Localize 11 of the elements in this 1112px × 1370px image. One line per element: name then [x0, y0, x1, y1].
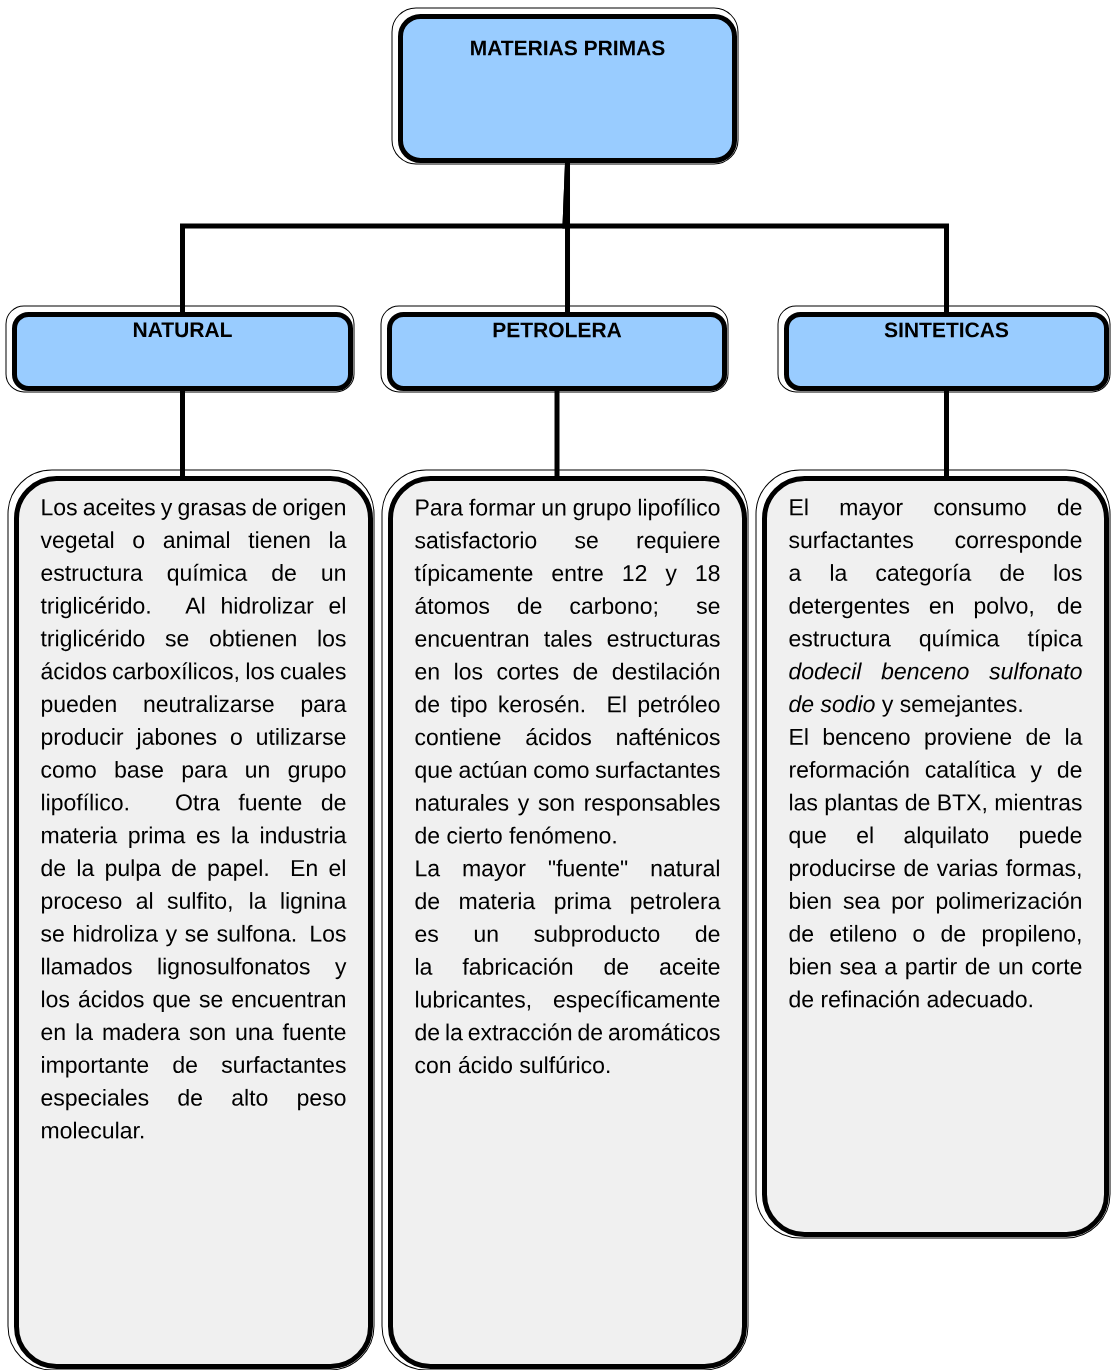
connector-line [944, 391, 949, 476]
category-box: NATURAL [5, 305, 355, 393]
text-box: Los aceites y grasas de origen vegetal o animal tienen la estructura química de un triglicérido. Al hidrolizar el triglicérido se obtienen los ácidos carboxílicos, los cuales pueden neutralizarse para producir jabones o utilizarse como base para un grupo lipofílico. Otra fuente de materia prima es la industria de la pulpa de papel. En el proceso al sulfito, la lignina se hidroliza y se sulfona. Los llamados lignosulfonatos y los ácidos que se encuentran en la madera son una fuente importante de surfactantes especiales de alto peso molecular. [7, 469, 375, 1370]
title-box: MATERIAS PRIMAS [391, 7, 739, 165]
category-box: PETROLERA [380, 305, 729, 393]
category-box: SINTETICAS [777, 305, 1111, 393]
text-box: El mayor consumo de surfactantes corresponde a la categoría de los detergentes en polvo, de estructura química típica dodecil benceno sulfonato de sodio y semejantes. El benceno proviene de la reformación catalítica y de las plantas de BTX, mientras que el alquilato puede producirse de varias formas, bien sea por polimerización de etileno o de propileno, bien sea a partir de un corte de refinación adecuado. [755, 469, 1111, 1239]
connector-line [554, 391, 560, 476]
connector-line [180, 391, 185, 476]
text-box: Para formar un grupo lipofílico satisfactorio se requiere típicamente entre 12 y 18 átomos de carbono; se encuentran tales estructuras en los cortes de destilación de tipo kerosén. El petróleo contiene ácidos nafténicos que actúan como surfactantes naturales y son responsables de cierto fenómeno. La mayor "fuente" natural de materia prima petrolera es un subproducto de la fabricación de aceite lubricantes, específicamente de la extracción de aromáticos con ácido sulfúrico. [381, 469, 749, 1370]
connector-line [562, 162, 949, 312]
